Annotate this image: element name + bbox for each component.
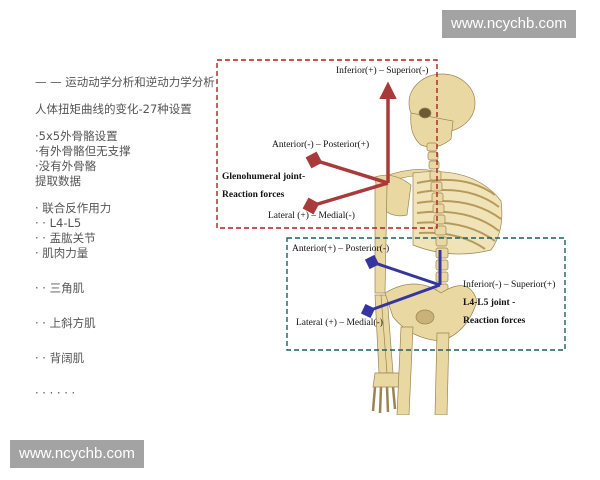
setting-item: ·5x5外骨骼设置 bbox=[35, 129, 118, 143]
watermark-bottom: www.ncychb.com bbox=[10, 440, 144, 468]
output-item: · 肌肉力量 bbox=[35, 246, 89, 260]
muscle-item: · · 三角肌 bbox=[35, 281, 85, 295]
shoulder-arrow-lm bbox=[302, 181, 389, 215]
shoulder-caption-line2: Reaction forces bbox=[222, 190, 285, 200]
setting-item: 提取数据 bbox=[35, 174, 81, 188]
shoulder-caption-line1: Glenohumeral joint- bbox=[222, 172, 306, 182]
skeleton-figure bbox=[215, 55, 575, 419]
spine-arrow-ap bbox=[364, 254, 441, 287]
eye-socket bbox=[418, 107, 432, 119]
spine-box bbox=[286, 237, 566, 351]
spine-arrow-lm bbox=[360, 283, 441, 319]
fingers bbox=[371, 384, 407, 414]
spine-caption-line2: Reaction forces bbox=[463, 316, 526, 326]
spine-axis-lm-label: Lateral (+) – Medial(-) bbox=[296, 318, 383, 328]
jaw bbox=[410, 112, 454, 148]
shoulder-arrow-ap bbox=[305, 151, 389, 185]
output-item: · · 盂肱关节 bbox=[35, 231, 96, 245]
shoulder-axis-ap-label: Anterior(-) – Posterior(+) bbox=[272, 140, 370, 150]
shoulder-axis-vertical-label: Inferior(+) – Superior(-) bbox=[336, 66, 429, 76]
skeleton-illustration bbox=[371, 73, 503, 416]
shoulder-axis-lm-label: Lateral (+) – Medial(-) bbox=[268, 211, 355, 221]
output-item: · · L4-L5 bbox=[35, 216, 82, 230]
output-item: · 联合反作用力 bbox=[35, 201, 112, 215]
muscle-item: · · 上斜方肌 bbox=[35, 316, 96, 330]
notes-ellipsis: · · · · · · bbox=[35, 386, 76, 400]
spine-axis-vertical-label: Inferior(-) – Superior(+) bbox=[463, 280, 556, 290]
setting-item: ·有外骨骼但无支撑 bbox=[35, 144, 131, 158]
muscle-item: · · 背阔肌 bbox=[35, 351, 85, 365]
shoulder-box bbox=[216, 59, 438, 229]
spine-caption-line1: L4-L5 joint - bbox=[463, 298, 516, 308]
setting-item: ·没有外骨骼 bbox=[35, 159, 97, 173]
watermark-top: www.ncychb.com bbox=[442, 10, 576, 38]
spine-axis-ap-label: Anterior(+) – Posterior(-) bbox=[292, 244, 390, 254]
notes-panel: — — 运动动学分析和逆动力学分析 人体扭矩曲线的变化-27种设置 ·5x5外骨… bbox=[35, 75, 225, 401]
notes-title: — — 运动动学分析和逆动力学分析 bbox=[35, 75, 215, 89]
notes-subtitle: 人体扭矩曲线的变化-27种设置 bbox=[35, 102, 192, 116]
hip-socket bbox=[415, 309, 435, 325]
skeleton-bones bbox=[371, 73, 503, 416]
